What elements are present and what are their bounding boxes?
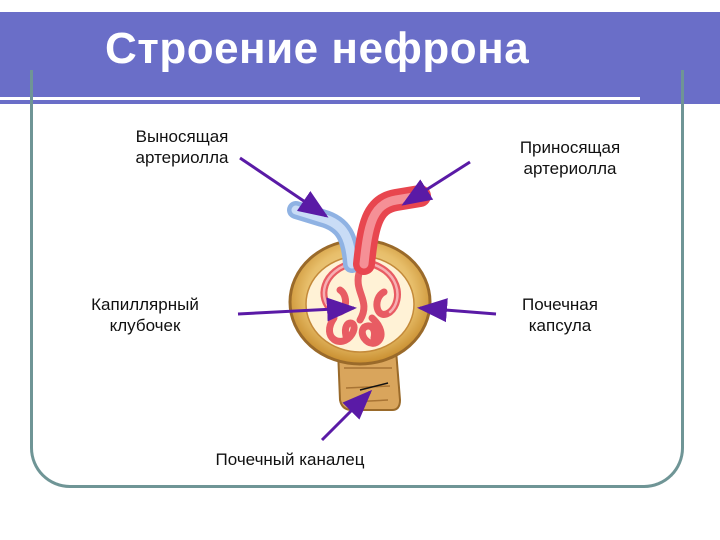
arrow-renal-tubule — [320, 389, 373, 442]
afferent-arteriole-shape — [353, 185, 431, 275]
label-efferent-arteriole: Выносящая артериолла — [135, 127, 229, 167]
arrow-glomerulus — [237, 297, 357, 322]
efferent-arteriole-shape — [287, 201, 361, 273]
label-renal-capsule: Почечная капсула — [522, 295, 598, 335]
label-renal-tubule: Почечный каналец — [215, 450, 365, 469]
slide-frame — [30, 70, 684, 488]
slide-title: Строение нефрона — [105, 24, 530, 73]
arrow-afferent-arteriole — [401, 160, 471, 206]
title-bar — [0, 12, 720, 104]
arrow-renal-capsule — [417, 298, 497, 323]
label-glomerulus: Капиллярный клубочек — [91, 295, 199, 335]
arrow-efferent-arteriole — [239, 156, 329, 218]
label-afferent-arteriole: Приносящая артериолла — [519, 138, 621, 178]
